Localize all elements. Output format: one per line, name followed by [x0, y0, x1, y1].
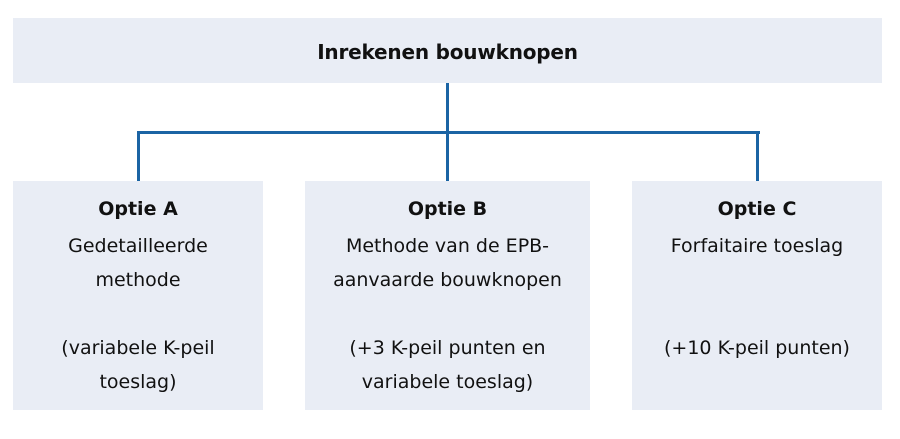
option-b-title: Optie B	[407, 198, 488, 220]
option-c-description: Forfaitaire toeslag	[670, 235, 844, 257]
option-c-node: Optie C Forfaitaire toeslag (+10 K-peil …	[632, 181, 882, 410]
connector-option-a	[137, 131, 140, 181]
option-a-title: Optie A	[98, 198, 178, 220]
option-c-note: (+10 K-peil punten)	[664, 337, 850, 359]
option-c-title: Optie C	[717, 198, 797, 220]
option-a-note: (variabele K-peil toeslag)	[61, 337, 215, 393]
option-b-description: Methode van de EPB- aanvaarde bouwknopen	[333, 235, 562, 291]
option-a-description: Gedetailleerde methode	[68, 235, 208, 291]
connector-option-c	[756, 131, 759, 181]
connector-horizontal	[137, 131, 760, 134]
root-node: Inrekenen bouwknopen	[13, 18, 882, 83]
option-b-note: (+3 K-peil punten en variabele toeslag)	[349, 337, 546, 393]
option-b-node: Optie B Methode van de EPB- aanvaarde bo…	[305, 181, 590, 410]
option-a-node: Optie A Gedetailleerde methode (variabel…	[13, 181, 263, 410]
root-node-title: Inrekenen bouwknopen	[317, 39, 578, 64]
